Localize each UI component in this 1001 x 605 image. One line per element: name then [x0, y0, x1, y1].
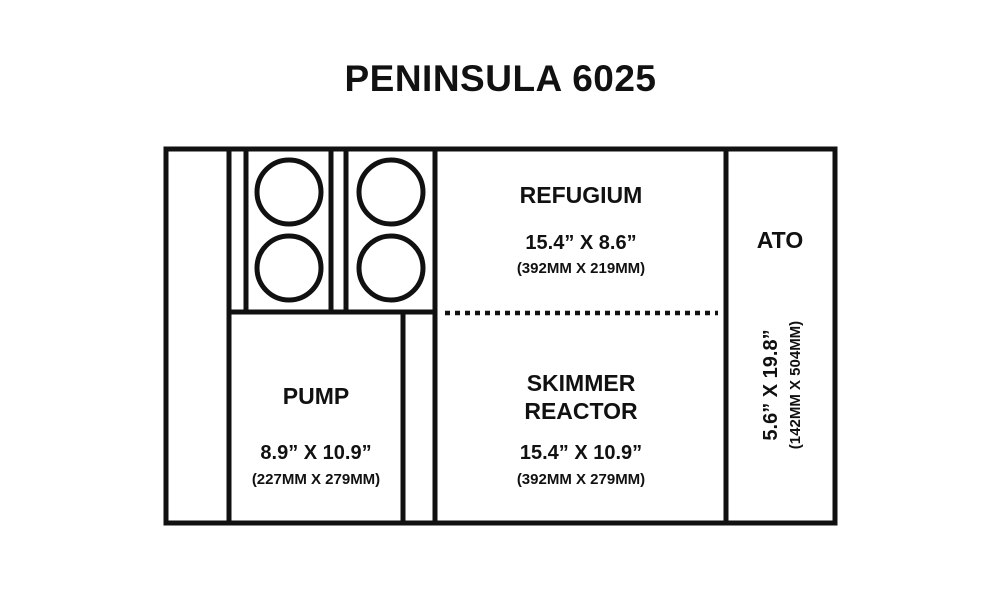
- filter-sock-circle-bottom-left: [254, 233, 324, 303]
- skimmer-name-line2: REACTOR: [524, 398, 638, 424]
- pump-dimensions-mm: (227MM X 279MM): [252, 471, 380, 488]
- refugium-dimensions-mm: (392MM X 219MM): [517, 260, 645, 277]
- refugium-name: REFUGIUM: [520, 182, 643, 208]
- filter-sock-circle-top-left: [254, 157, 324, 227]
- sump-outer-frame: [163, 146, 838, 526]
- skimmer-dimensions-mm: (392MM X 279MM): [517, 471, 645, 488]
- skimmer-dimensions: 15.4” X 10.9”: [520, 442, 642, 464]
- ato-dimensions: 5.6” X 19.8”: [760, 329, 782, 440]
- refugium-dimensions: 15.4” X 8.6”: [525, 232, 636, 254]
- skimmer-name-line1: SKIMMER: [527, 370, 636, 396]
- pump-dimensions: 8.9” X 10.9”: [260, 442, 371, 464]
- ato-dimensions-mm: (142MM X 504MM): [787, 321, 804, 449]
- filter-sock-circle-top-right: [356, 157, 426, 227]
- ato-name: ATO: [757, 227, 803, 253]
- filter-sock-circle-bottom-right: [356, 233, 426, 303]
- pump-name: PUMP: [283, 383, 349, 409]
- diagram-title: PENINSULA 6025: [344, 58, 657, 99]
